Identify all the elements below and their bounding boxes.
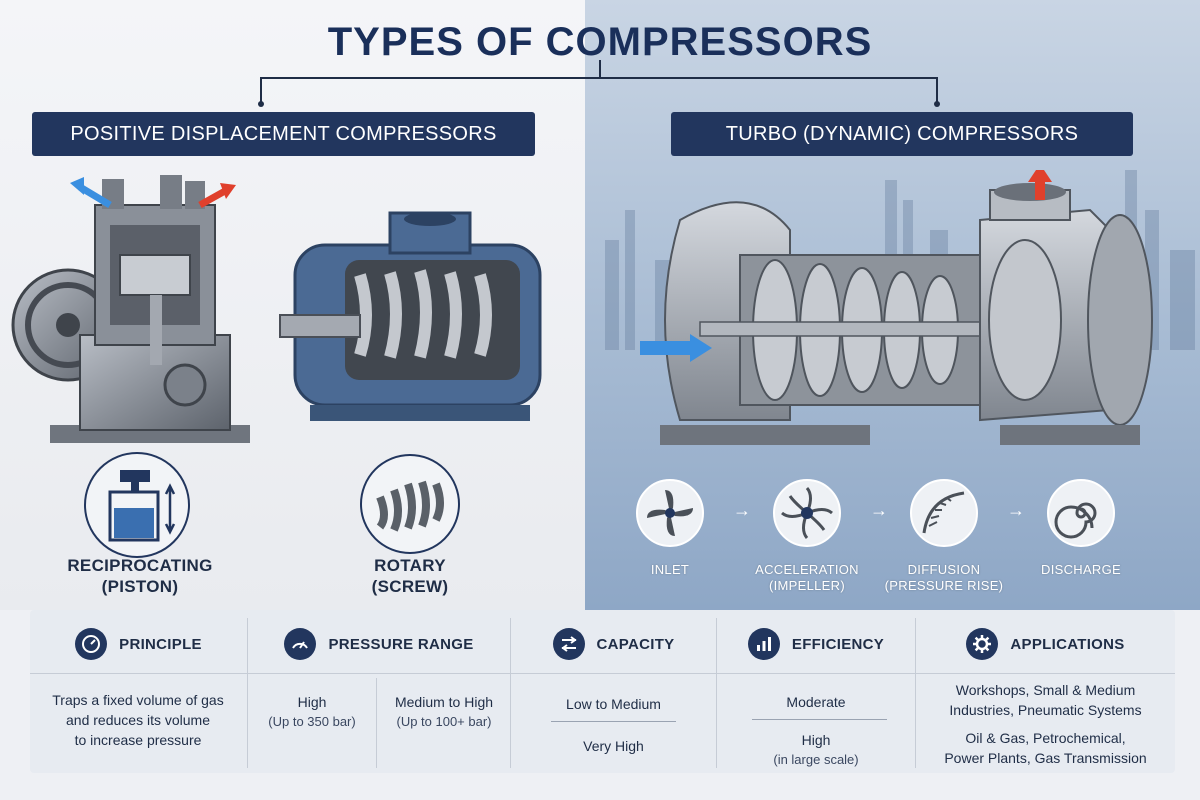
stage-label-discharge: DISCHARGE bbox=[1021, 562, 1141, 578]
pressure-range-turbo: Medium to High (Up to 100+ bar) bbox=[378, 692, 510, 732]
speedometer-icon bbox=[284, 628, 317, 660]
principle-divider bbox=[30, 673, 247, 674]
column-divider bbox=[247, 618, 248, 768]
sliders-icon bbox=[552, 628, 585, 660]
stage-diffusion-detail: (PRESSURE RISE) bbox=[884, 578, 1004, 593]
rotary-subtype: (SCREW) bbox=[371, 577, 449, 596]
reciprocating-subtype: (PISTON) bbox=[101, 577, 179, 596]
applications-pd-line: Industries, Pneumatic Systems bbox=[949, 702, 1142, 718]
stage-acceleration-name: ACCELERATION bbox=[755, 562, 859, 577]
stage-inlet-name: INLET bbox=[650, 562, 690, 577]
applications-pd-line: Workshops, Small & Medium bbox=[955, 682, 1136, 698]
capacity-column: CAPACITY Low to Medium Very High bbox=[511, 610, 716, 773]
arrow-right-icon: → bbox=[733, 500, 751, 520]
rotary-label: ROTARY (SCREW) bbox=[330, 555, 490, 597]
reciprocating-name: RECIPROCATING bbox=[67, 556, 213, 575]
principle-line: Traps a fixed volume of gas bbox=[52, 692, 224, 708]
column-divider bbox=[716, 618, 717, 768]
pressure-range-pd-detail: (Up to 350 bar) bbox=[268, 714, 356, 729]
applications-turbo: Oil & Gas, Petrochemical, Power Plants, … bbox=[916, 728, 1175, 768]
arrow-right-icon: → bbox=[870, 500, 888, 520]
pressure-range-turbo-detail: (Up to 100+ bar) bbox=[396, 714, 492, 729]
capacity-separator bbox=[551, 721, 676, 722]
spiral-icon bbox=[1047, 479, 1115, 547]
pressure-range-heading-label: PRESSURE RANGE bbox=[328, 635, 474, 653]
principle-line: to increase pressure bbox=[74, 732, 202, 748]
efficiency-heading: EFFICIENCY bbox=[717, 624, 915, 664]
applications-turbo-line: Oil & Gas, Petrochemical, bbox=[965, 730, 1126, 746]
applications-turbo-line: Power Plants, Gas Transmission bbox=[944, 750, 1147, 766]
capacity-heading-label: CAPACITY bbox=[596, 635, 675, 653]
stage-label-diffusion: DIFFUSION (PRESSURE RISE) bbox=[879, 562, 1009, 594]
principle-heading-label: PRINCIPLE bbox=[119, 635, 202, 653]
principle-text: Traps a fixed volume of gas and reduces … bbox=[38, 690, 238, 750]
title-bracket-connector bbox=[258, 60, 940, 107]
efficiency-column: EFFICIENCY Moderate High (in large scale… bbox=[717, 610, 915, 773]
applications-heading: APPLICATIONS bbox=[916, 624, 1175, 664]
stage-diffusion-name: DIFFUSION bbox=[907, 562, 981, 577]
applications-pd: Workshops, Small & Medium Industries, Pn… bbox=[916, 680, 1175, 720]
pressure-range-pd: High (Up to 350 bar) bbox=[248, 692, 376, 732]
stage-label-acceleration: ACCELERATION (IMPELLER) bbox=[747, 562, 867, 594]
column-divider bbox=[915, 618, 916, 768]
comparison-table: PRINCIPLE Traps a fixed volume of gas an… bbox=[30, 610, 1175, 773]
rotary-name: ROTARY bbox=[374, 556, 446, 575]
bar-chart-icon bbox=[747, 628, 780, 660]
applications-column: APPLICATIONS Workshops, Small & Medium I… bbox=[916, 610, 1175, 773]
turbo-compressors-header: TURBO (DYNAMIC) COMPRESSORS bbox=[671, 112, 1133, 156]
pressure-range-heading: PRESSURE RANGE bbox=[248, 624, 510, 664]
applications-divider bbox=[916, 673, 1175, 674]
efficiency-separator bbox=[752, 719, 887, 720]
stage-label-inlet: INLET bbox=[610, 562, 730, 578]
page-title: TYPES OF COMPRESSORS bbox=[327, 20, 873, 64]
efficiency-turbo-detail: (in large scale) bbox=[773, 752, 859, 767]
positive-displacement-header: POSITIVE DISPLACEMENT COMPRESSORS bbox=[32, 112, 535, 156]
reciprocating-compressor-illustration bbox=[11, 175, 250, 443]
stage-discharge-name: DISCHARGE bbox=[1041, 562, 1121, 577]
principle-column: PRINCIPLE Traps a fixed volume of gas an… bbox=[30, 610, 247, 773]
capacity-heading: CAPACITY bbox=[511, 624, 716, 664]
turbo-compressor-illustration bbox=[640, 170, 1153, 445]
capacity-divider bbox=[511, 673, 716, 674]
screw-rotor-icon bbox=[360, 454, 460, 554]
fan-inlet-icon bbox=[636, 479, 704, 547]
pressure-range-turbo-value: Medium to High bbox=[394, 694, 494, 710]
piston-icon bbox=[84, 452, 190, 558]
reciprocating-label: RECIPROCATING (PISTON) bbox=[50, 555, 230, 597]
pressure-range-divider bbox=[248, 673, 510, 674]
column-divider bbox=[510, 618, 511, 768]
capacity-pd-value: Low to Medium bbox=[566, 696, 661, 712]
arrow-right-icon: → bbox=[1007, 500, 1025, 520]
stage-acceleration-detail: (IMPELLER) bbox=[769, 578, 845, 593]
efficiency-turbo: High (in large scale) bbox=[717, 730, 915, 770]
gear-icon bbox=[966, 628, 999, 660]
gauge-icon bbox=[75, 628, 108, 660]
efficiency-pd-value: Moderate bbox=[786, 694, 846, 710]
pressure-range-column: PRESSURE RANGE High (Up to 350 bar) Medi… bbox=[248, 610, 510, 773]
principle-line: and reduces its volume bbox=[66, 712, 210, 728]
column-divider bbox=[376, 678, 377, 768]
pressure-range-pd-value: High bbox=[297, 694, 327, 710]
efficiency-turbo-value: High bbox=[801, 732, 831, 748]
rotary-screw-compressor-illustration bbox=[279, 211, 542, 421]
efficiency-divider bbox=[717, 673, 915, 674]
applications-heading-label: APPLICATIONS bbox=[1010, 635, 1125, 653]
efficiency-heading-label: EFFICIENCY bbox=[791, 635, 885, 653]
impeller-icon bbox=[773, 479, 841, 547]
capacity-turbo-value: Very High bbox=[583, 738, 644, 754]
principle-heading: PRINCIPLE bbox=[30, 624, 247, 664]
diffuser-icon bbox=[910, 479, 978, 547]
